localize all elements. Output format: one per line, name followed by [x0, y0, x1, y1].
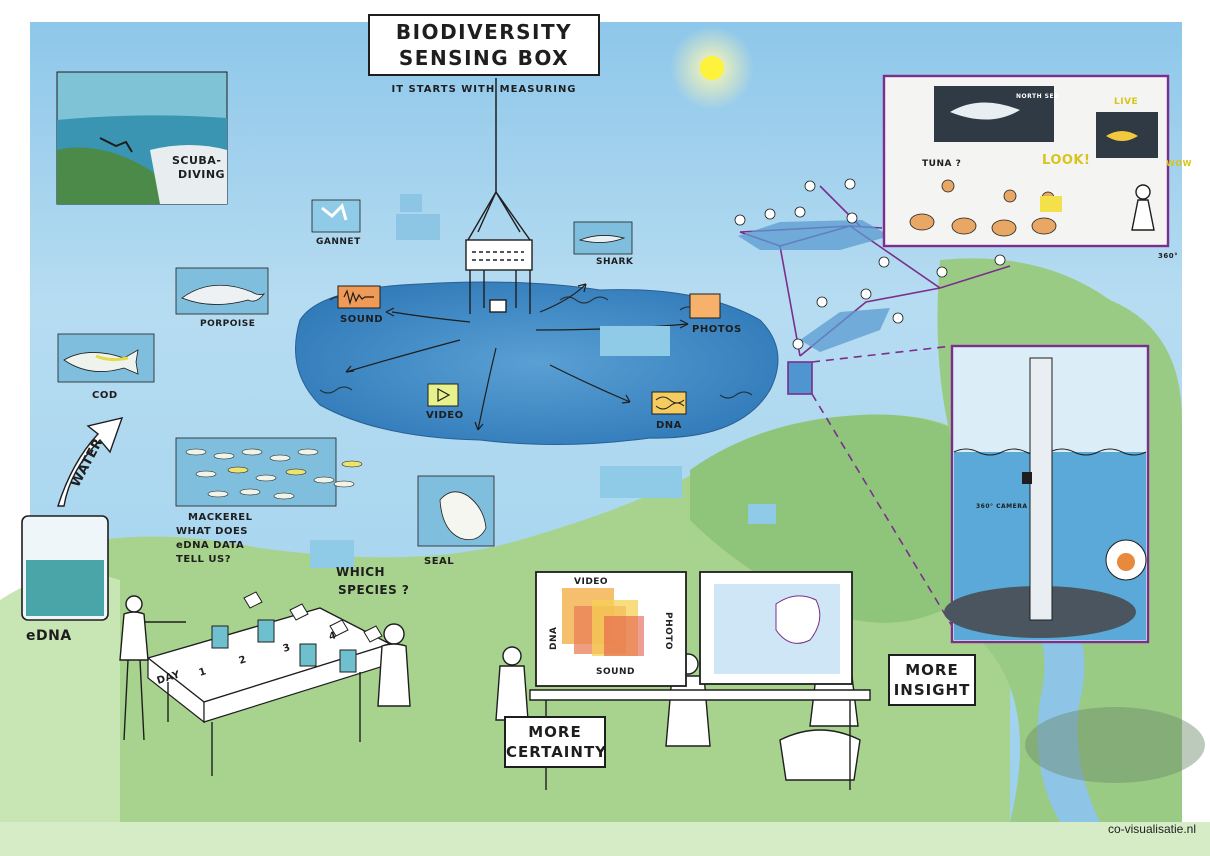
label-which-species-2: SPECIES ? [338, 583, 409, 597]
label-edna-question-3: TELL US? [176, 554, 231, 565]
dna-icon [651, 391, 687, 415]
label-dna: DNA [656, 420, 682, 431]
label-mackerel: MACKEREL [188, 512, 253, 523]
label-look: LOOK! [1042, 153, 1090, 168]
cod-icon [63, 349, 139, 375]
sun [700, 56, 724, 80]
label-porpoise: PORPOISE [200, 319, 255, 329]
seal-icon [439, 491, 487, 541]
label-shark: SHARK [596, 257, 634, 267]
label-day-4: 4 [328, 630, 338, 643]
label-edna: eDNA [26, 628, 72, 644]
label-north-sea: NORTH SEA [1016, 93, 1059, 100]
label-diving: DIVING [178, 168, 225, 181]
label-screen-dna: DNA [549, 627, 559, 650]
more-insight-line-1: MORE [905, 661, 959, 679]
gannet-panel [311, 199, 361, 233]
sensing-box [465, 191, 533, 314]
label-live: LIVE [1114, 97, 1138, 107]
label-sound: SOUND [340, 314, 383, 325]
credit: co-visualisatie.nl [1107, 822, 1196, 836]
camera-icon [1022, 472, 1032, 484]
turbine-tower [1029, 357, 1053, 621]
more-insight-line-2: INSIGHT [893, 681, 971, 699]
more-insight-bubble: MORE INSIGHT [888, 654, 976, 706]
title-box: BIODIVERSITY SENSING BOX [368, 14, 600, 76]
porpoise-icon [181, 284, 266, 305]
label-edna-question-1: WHAT DOES [176, 526, 248, 537]
title-line-1: BIODIVERSITY [395, 20, 573, 44]
video-icon [427, 383, 459, 407]
label-screen-photo: PHOTO [663, 612, 673, 650]
label-edna-question-2: eDNA DATA [176, 540, 244, 551]
label-screen-video: VIDEO [574, 577, 608, 587]
label-video: VIDEO [426, 410, 464, 421]
more-certainty-line-2: CERTAINTY [506, 743, 608, 761]
label-seal: SEAL [424, 556, 454, 567]
label-wow: WOW [1166, 159, 1192, 168]
shark-icon [578, 235, 626, 243]
gannet-icon [321, 203, 348, 221]
label-tuna: TUNA ? [922, 159, 961, 169]
label-gannet: GANNET [316, 237, 361, 247]
desk [529, 689, 871, 701]
title-line-2: SENSING BOX [398, 46, 570, 70]
label-360: 360° [1158, 252, 1178, 260]
wind-turbines [734, 178, 1006, 350]
mackerel-icon [185, 448, 363, 500]
label-day-1: 1 [198, 666, 208, 679]
more-certainty-bubble: MORE CERTAINTY [504, 716, 606, 768]
label-photos: PHOTOS [692, 324, 742, 335]
turbine-zoom-source [787, 361, 813, 395]
sound-icon [337, 285, 381, 309]
label-which-species-1: WHICH [336, 565, 385, 579]
photos-icon [689, 293, 721, 319]
subtitle: IT STARTS WITH MEASURING [391, 84, 577, 95]
crab-icon [1117, 553, 1135, 571]
label-screen-sound: SOUND [596, 667, 635, 677]
diver-icon [99, 137, 133, 153]
data-arrows [345, 283, 689, 431]
water-arrow [57, 417, 124, 507]
label-cod: COD [92, 390, 118, 401]
land-island [690, 414, 996, 623]
label-day-3: 3 [282, 642, 292, 655]
label-camera: 360° CAMERA [976, 503, 1028, 510]
edna-table [146, 591, 392, 776]
label-day-2: 2 [238, 654, 248, 667]
label-scuba: SCUBA- [172, 154, 221, 167]
more-certainty-line-1: MORE [528, 723, 582, 741]
